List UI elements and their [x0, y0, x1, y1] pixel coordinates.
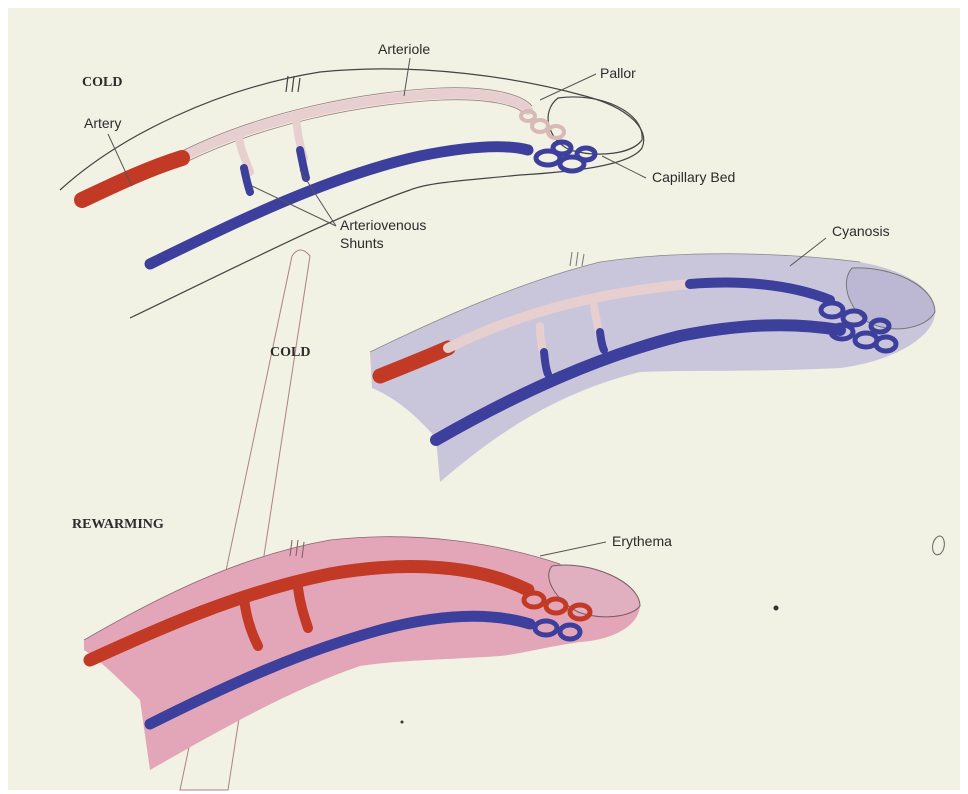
label-cold-mid: COLD [270, 345, 310, 360]
label-erythema: Erythema [612, 533, 672, 549]
label-arteriole: Arteriole [378, 41, 430, 57]
label-cyanosis: Cyanosis [832, 223, 890, 239]
label-capillary-bed: Capillary Bed [652, 169, 735, 185]
label-pallor: Pallor [600, 65, 636, 81]
label-cold-top: COLD [82, 75, 122, 90]
label-artery: Artery [84, 115, 121, 131]
label-av-shunts-line1: Arteriovenous [340, 217, 426, 233]
label-av-shunts-line2: Shunts [340, 235, 384, 251]
label-rewarming: REWARMING [72, 517, 164, 532]
